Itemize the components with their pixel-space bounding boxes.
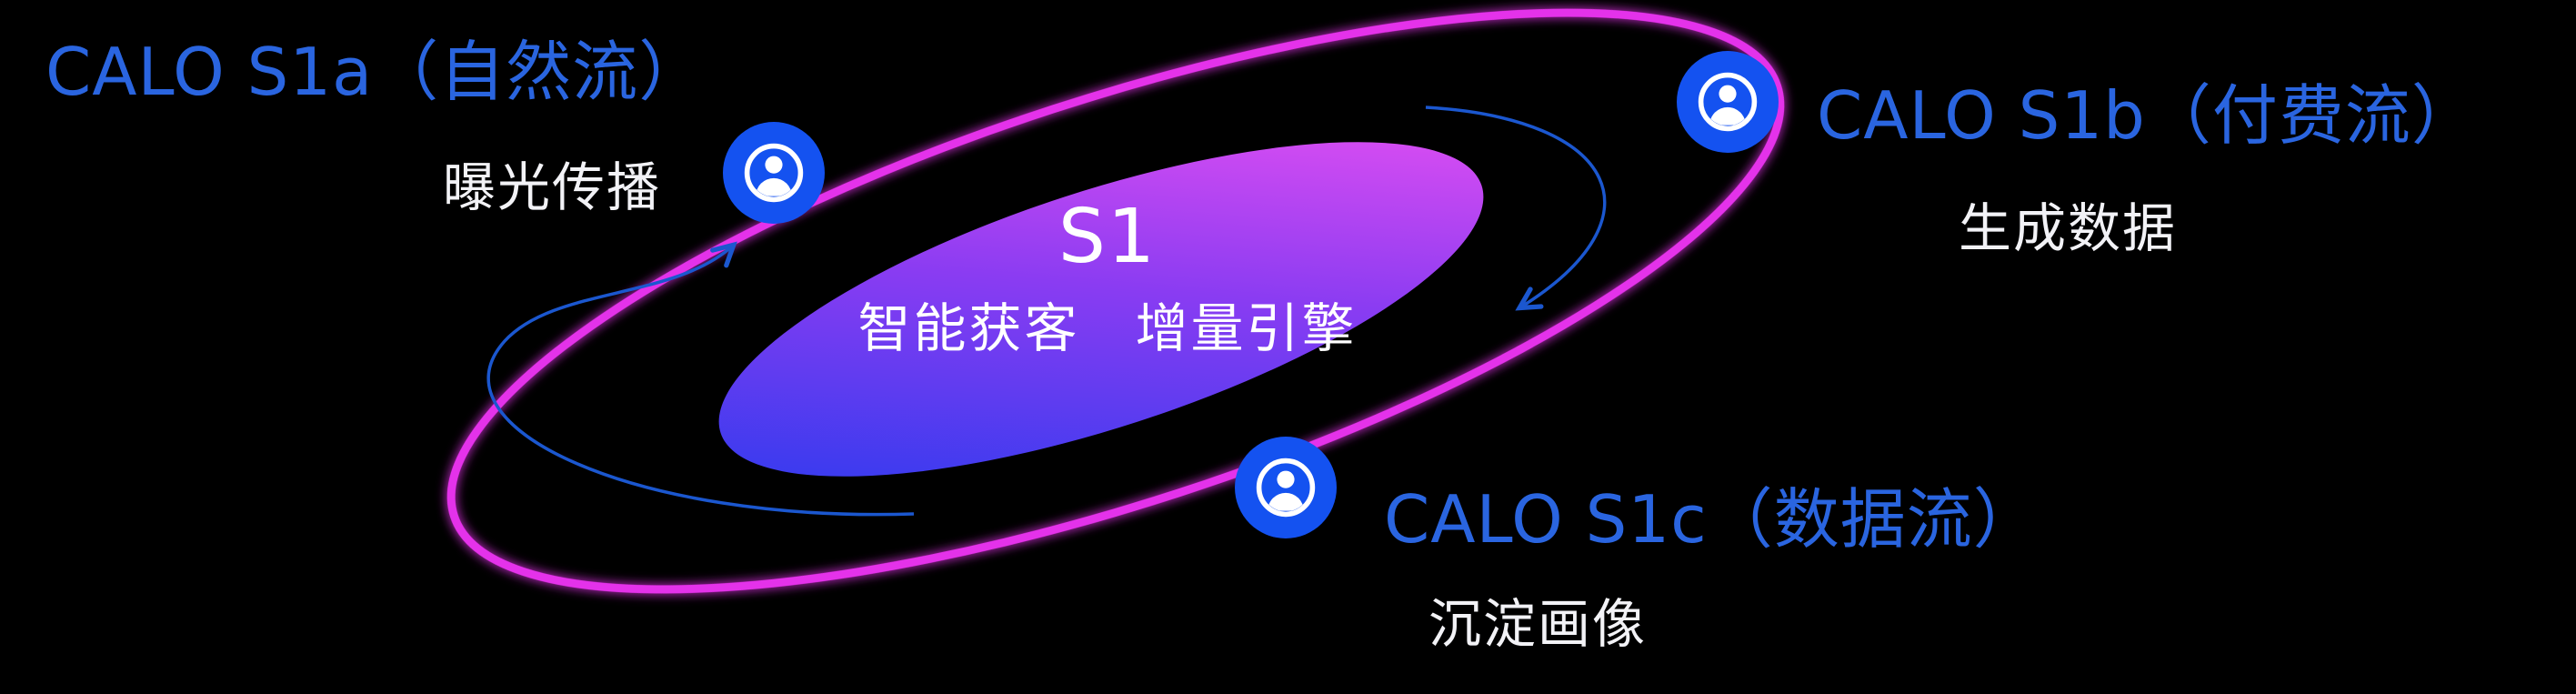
orbit-ring bbox=[446, 8, 1785, 594]
core-title: S1 bbox=[1057, 194, 1158, 280]
flow-arrow-right bbox=[1425, 106, 1607, 311]
s1b-user-icon bbox=[1677, 51, 1779, 153]
core-label-group: S1 智能获客 增量引擎 bbox=[835, 200, 1380, 362]
node-sublabel-s1b: 生成数据 bbox=[1959, 197, 2178, 259]
node-label-s1a: CALO S1a（自然流） bbox=[45, 34, 706, 110]
node-sublabel-s1c: 沉淀画像 bbox=[1428, 593, 1648, 655]
s1a-user-icon bbox=[723, 122, 825, 224]
core-gradient-ellipse bbox=[718, 142, 1484, 477]
s1c-user-icon bbox=[1235, 437, 1337, 538]
flow-arrow-left bbox=[486, 241, 915, 517]
node-label-s1c: CALO S1c（数据流） bbox=[1384, 481, 2040, 558]
node-sublabel-s1a: 曝光传播 bbox=[443, 156, 662, 218]
core-subtitle: 智能获客 增量引擎 bbox=[857, 297, 1358, 359]
node-label-s1b: CALO S1b（付费流） bbox=[1817, 77, 2478, 154]
